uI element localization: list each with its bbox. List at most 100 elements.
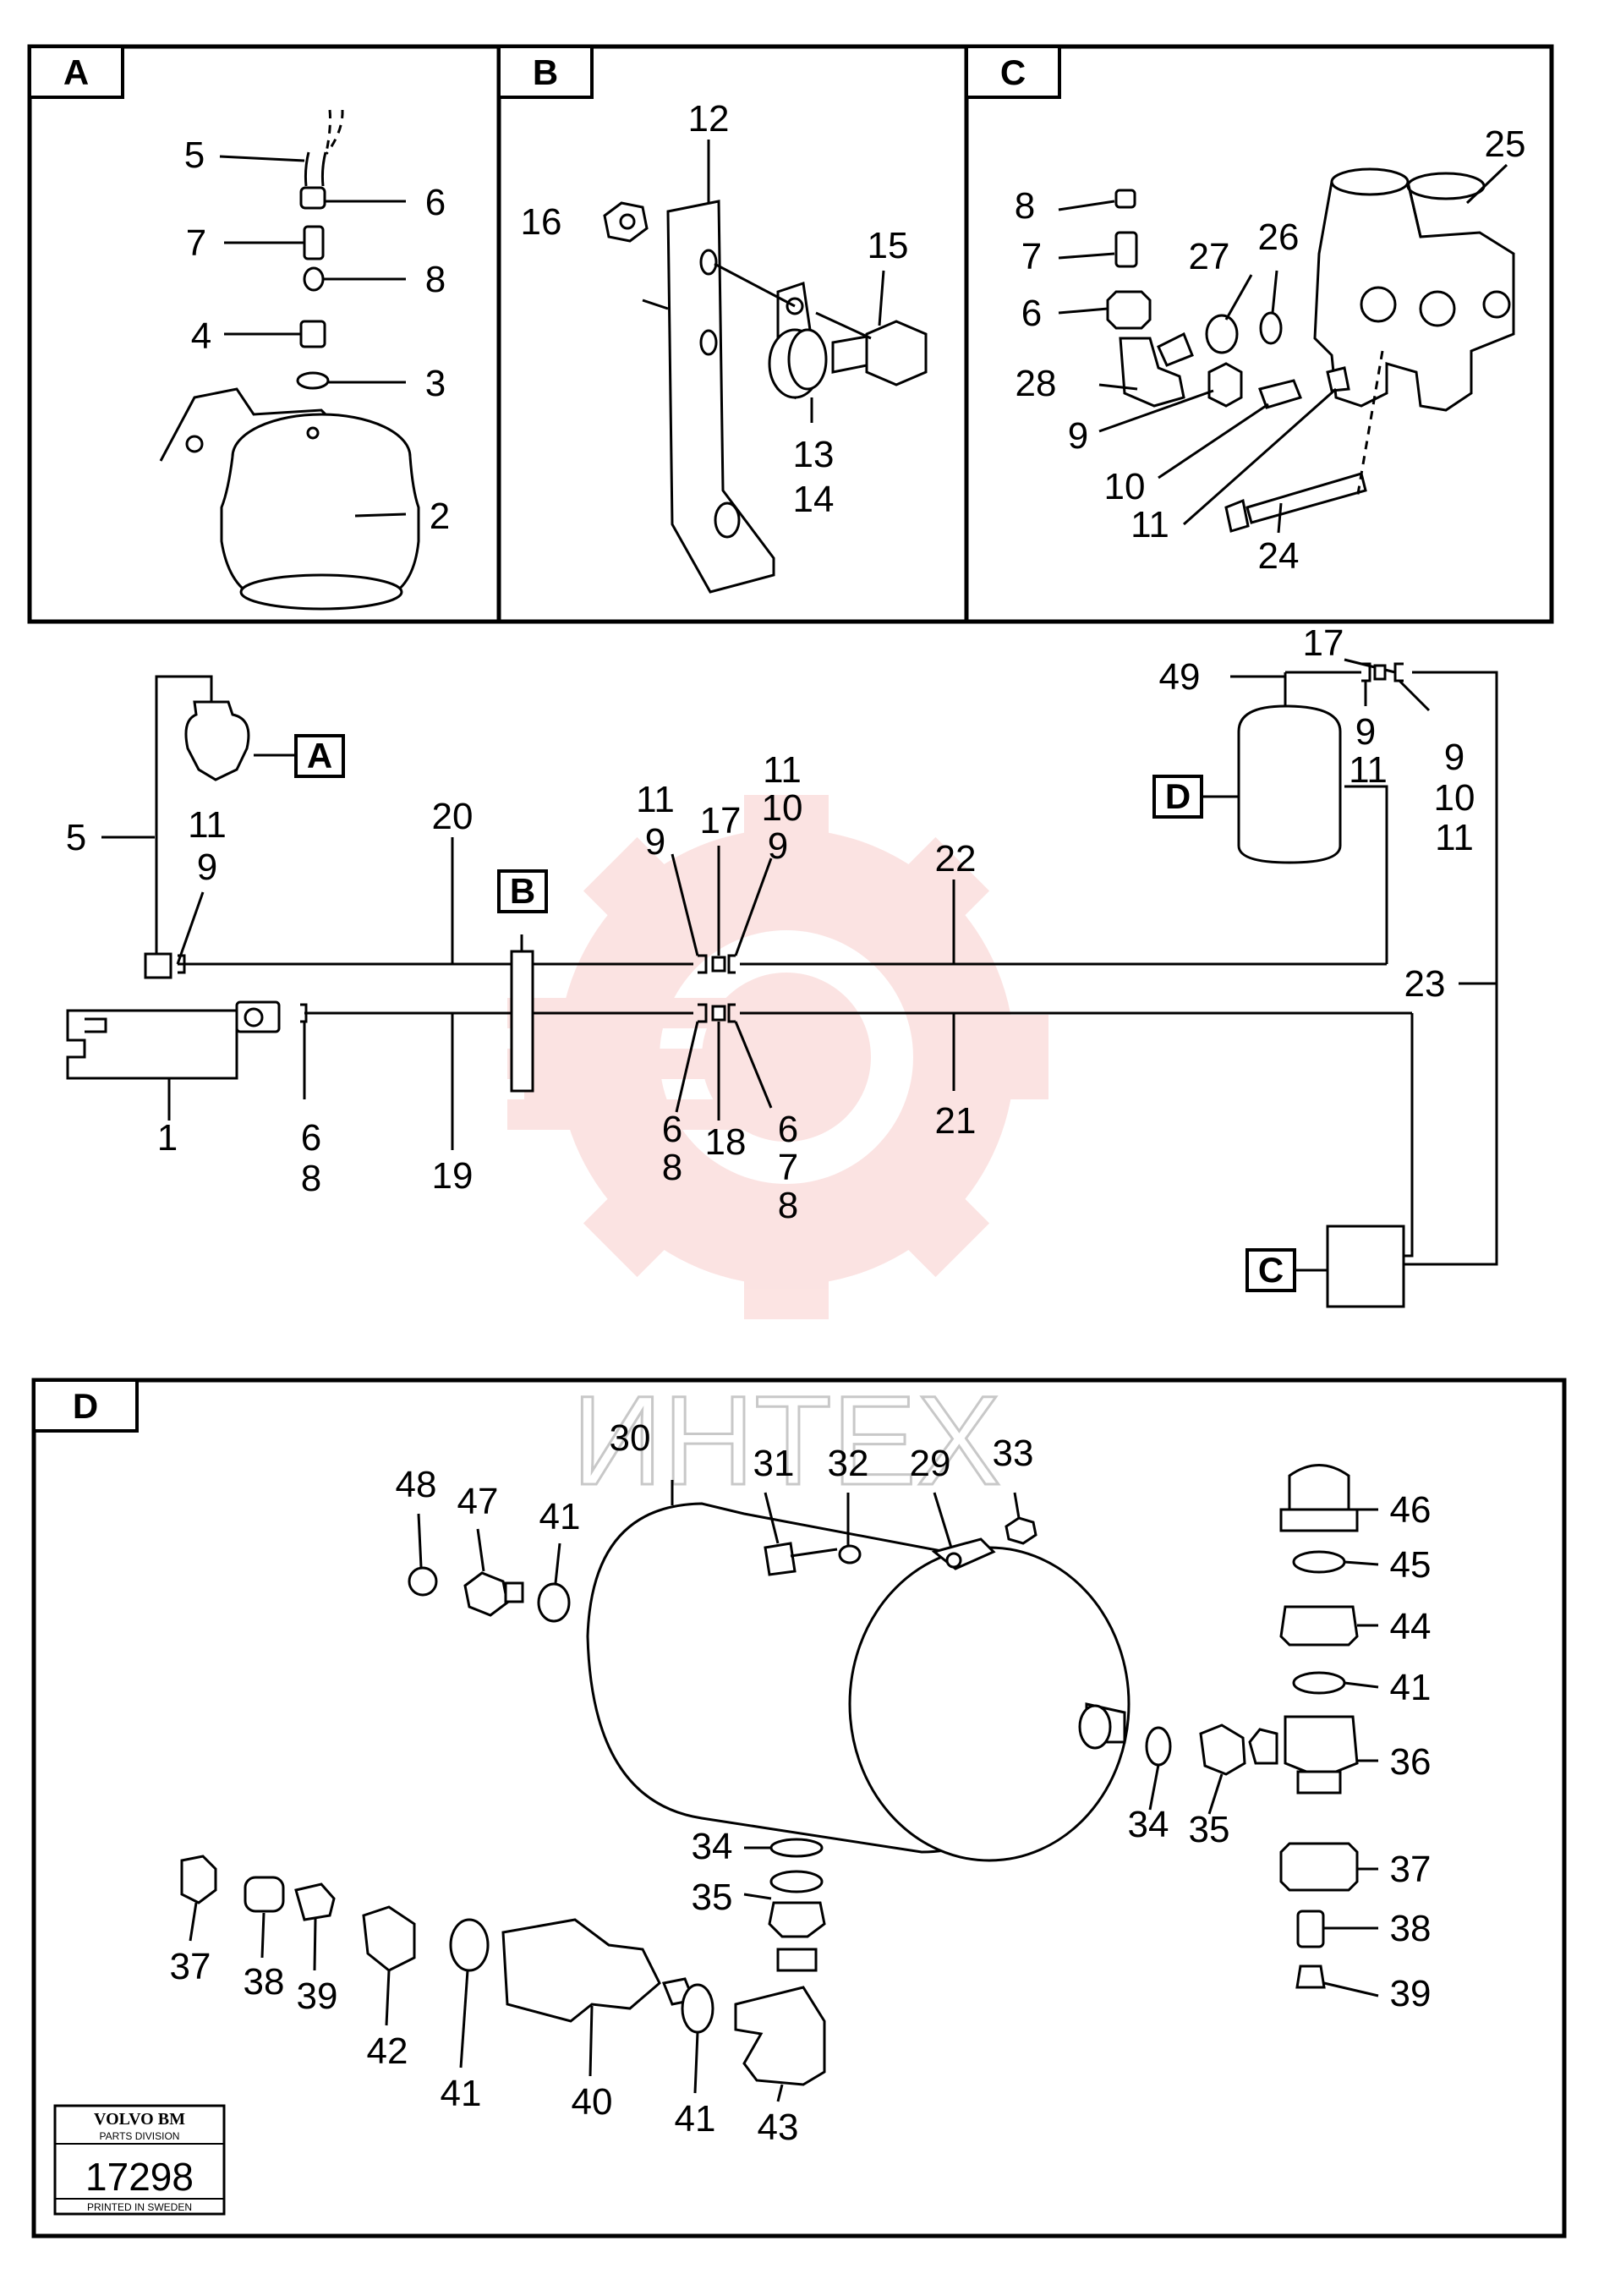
part-label: 39: [1390, 1973, 1432, 2014]
callout-b: B: [510, 871, 535, 911]
callout-d: D: [1165, 776, 1191, 816]
part-label: 10: [1434, 777, 1475, 819]
part-label: 24: [1258, 535, 1300, 577]
part-label: 49: [1159, 656, 1201, 698]
part-label: 33: [993, 1433, 1034, 1474]
panel-c-labels: 25 8 7 26 27 6 28 9 10 11 24: [1015, 123, 1526, 577]
panel-a-tag: A: [63, 52, 89, 92]
part-label: 22: [935, 838, 977, 879]
schematic-valve-c: [1326, 1225, 1405, 1308]
part-label: 11: [188, 804, 227, 846]
part-label: 44: [1390, 1606, 1432, 1647]
panel-b-drawing: [603, 200, 928, 594]
panel-a-leaders: [219, 155, 407, 518]
part-label: 27: [1189, 236, 1230, 277]
stamp-footer: PRINTED IN SWEDEN: [87, 2201, 192, 2213]
part-label: 11: [1130, 504, 1169, 545]
panel-d-labels: 30 31 32 29 33 48 47 41 46 45 44 41 36 3…: [170, 1417, 1432, 2148]
part-label: 9: [768, 825, 788, 867]
part-label: 26: [1258, 216, 1300, 258]
watermark-text: ИНТЕХ: [572, 1369, 1001, 1511]
part-label: 43: [758, 2107, 799, 2148]
schematic-valve-1: [66, 952, 281, 1080]
panel-a-labels: 5 6 7 8 4 3 2: [184, 134, 450, 537]
part-label: 39: [297, 1975, 338, 2017]
part-label: 9: [1355, 711, 1376, 753]
part-label: 19: [432, 1155, 474, 1197]
part-label: 38: [244, 1961, 285, 2003]
part-label: 14: [793, 479, 835, 520]
part-label: 45: [1390, 1544, 1432, 1586]
part-label: 20: [432, 796, 474, 837]
panel-a-drawing: [159, 109, 420, 611]
part-label: 29: [910, 1443, 951, 1484]
part-label: 16: [521, 201, 562, 243]
part-label: 9: [1444, 737, 1464, 778]
part-label: 35: [1189, 1809, 1230, 1850]
watermark-gear: [507, 795, 1048, 1319]
part-label: 28: [1016, 363, 1057, 404]
part-label: 8: [778, 1185, 798, 1226]
part-label: 23: [1404, 963, 1446, 1005]
schematic-callouts: A B D C: [294, 734, 1328, 1292]
panel-d-leaders: [189, 1480, 1379, 2102]
panel-b-labels: 12 16 15 13 14: [521, 98, 909, 520]
part-label: 7: [186, 222, 206, 264]
part-label: 37: [170, 1946, 211, 1987]
panel-d-drawing: [180, 1464, 1359, 2086]
volvo-bm-stamp: VOLVO BM PARTS DIVISION 17298 PRINTED IN…: [53, 2104, 226, 2216]
part-label: 15: [868, 225, 909, 266]
part-label: 48: [396, 1464, 437, 1505]
part-label: 11: [1435, 817, 1474, 858]
part-label: 7: [778, 1147, 798, 1188]
panel-c-leaders: [1058, 163, 1508, 534]
part-label: 46: [1390, 1489, 1432, 1531]
part-label: 1: [157, 1117, 178, 1159]
part-label: 31: [753, 1443, 795, 1484]
part-label: 11: [636, 779, 675, 820]
part-label: 4: [191, 315, 211, 357]
panel-d-tag: D: [73, 1386, 98, 1426]
part-label: 6: [1021, 293, 1042, 334]
part-label: 30: [610, 1417, 651, 1459]
part-label: 6: [301, 1117, 321, 1159]
pipe-schematic: A B D C: [66, 622, 1498, 1308]
part-label: 8: [301, 1158, 321, 1199]
part-label: 9: [197, 847, 217, 888]
schematic-labels: 5 11 9 20 11 9 17 11 10 9 22 1 6 8 19 6 …: [66, 622, 1475, 1226]
part-label: 6: [778, 1109, 798, 1150]
part-label: 7: [1021, 236, 1042, 277]
part-label: 6: [662, 1109, 682, 1150]
part-label: 41: [539, 1496, 581, 1537]
stamp-brand: VOLVO BM: [94, 2110, 185, 2129]
part-label: 35: [692, 1877, 733, 1918]
part-label: 6: [425, 182, 446, 223]
part-label: 2: [430, 496, 450, 537]
stamp-number: 17298: [85, 2155, 194, 2199]
part-label: 40: [572, 2081, 613, 2123]
part-label: 8: [1015, 185, 1035, 227]
part-label: 17: [1303, 622, 1344, 664]
part-label: 17: [700, 800, 742, 841]
part-label: 47: [457, 1481, 499, 1522]
part-label: 34: [1128, 1804, 1169, 1845]
panel-c-dashed: [1355, 350, 1384, 500]
part-label: 11: [763, 749, 802, 791]
panel-b: B 12 16 15 13 14: [496, 44, 969, 624]
schematic-leaders: [101, 675, 1497, 1150]
part-label: 34: [692, 1826, 733, 1867]
part-label: 18: [705, 1121, 747, 1163]
part-label: 21: [935, 1100, 977, 1142]
part-label: 10: [762, 787, 803, 829]
part-label: 42: [367, 2030, 408, 2072]
schematic-tank-d: [1237, 704, 1342, 864]
part-label: 10: [1104, 466, 1146, 507]
panel-b-tag: B: [533, 52, 558, 92]
part-label: 5: [184, 134, 205, 176]
part-label: 41: [675, 2098, 716, 2140]
part-label: 13: [793, 434, 835, 475]
panel-c: C: [964, 44, 1554, 624]
part-label: 9: [1068, 415, 1088, 457]
part-label: 11: [1349, 749, 1388, 791]
